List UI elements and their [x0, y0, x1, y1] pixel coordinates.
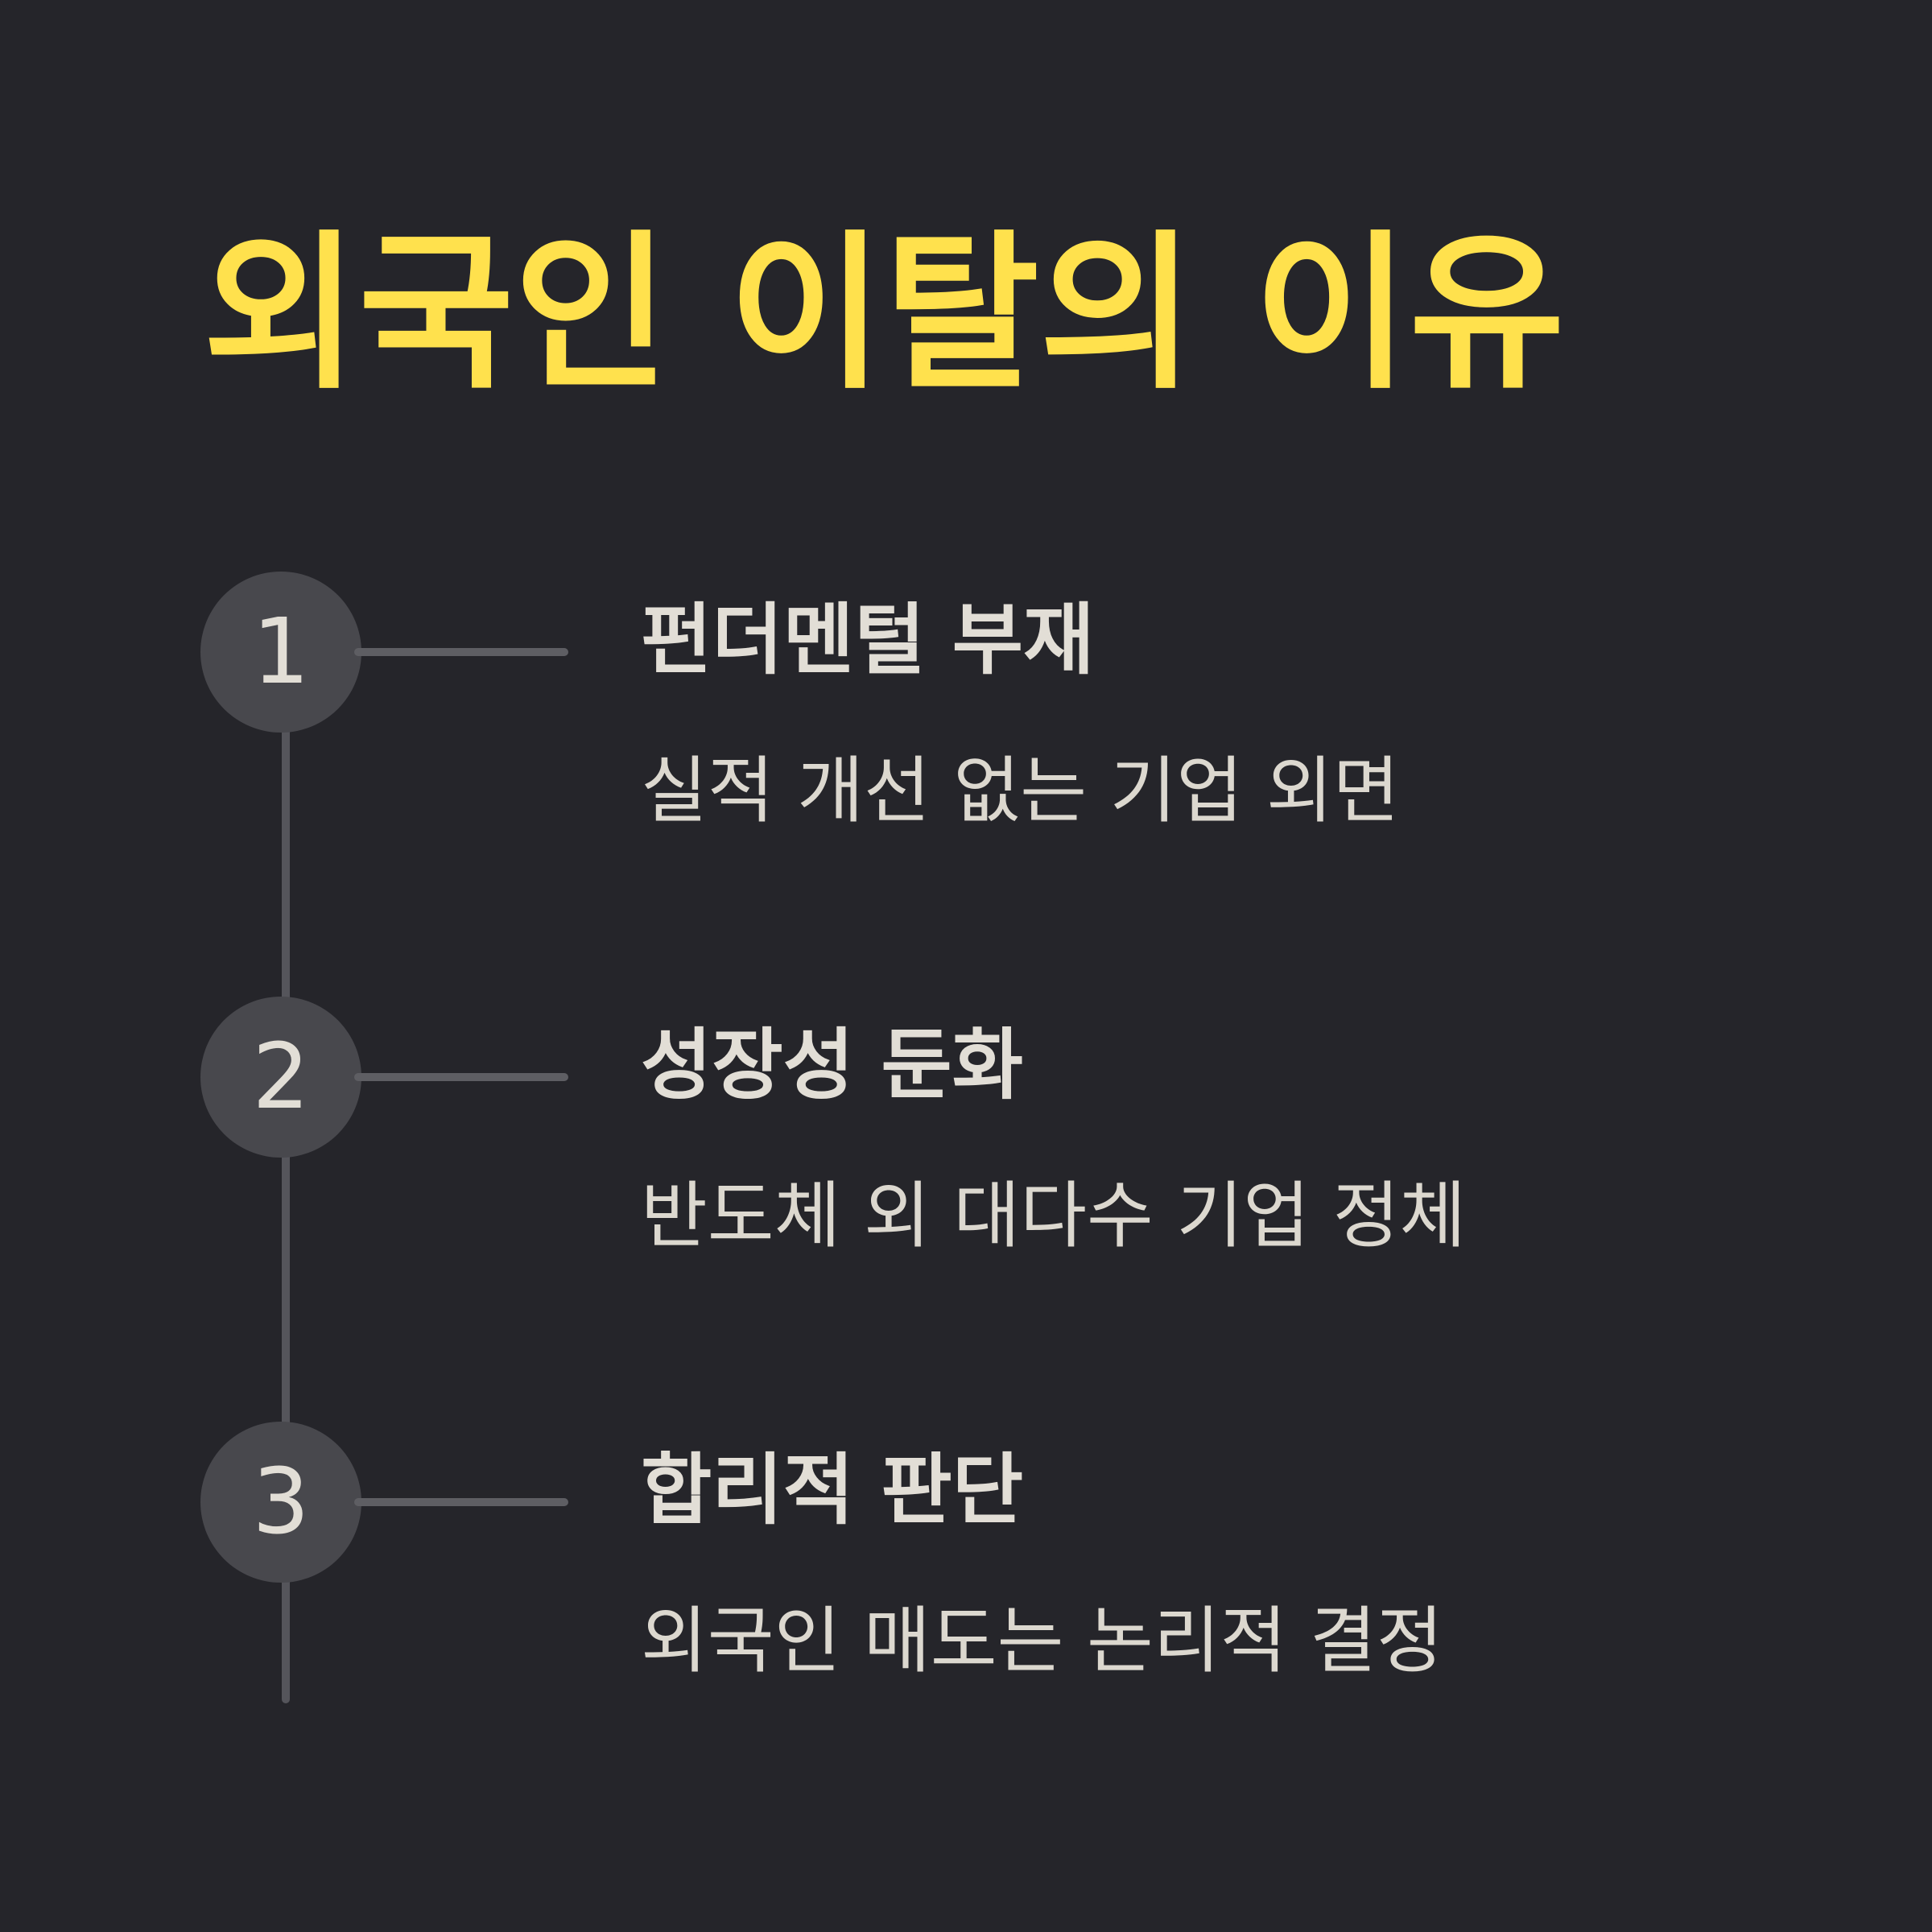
step-number-badge-1: 1: [200, 572, 361, 733]
step-number-2: 2: [252, 1025, 310, 1129]
step-number-1: 1: [252, 600, 310, 704]
step-number-badge-2: 2: [200, 997, 361, 1158]
step-number-3: 3: [252, 1450, 310, 1554]
step-title-1: 펀더멘털 부재: [641, 595, 1095, 685]
step-connector-3: [354, 1498, 568, 1506]
timeline-vertical-line: [282, 724, 290, 1703]
step-title-2: 성장성 둔화: [641, 1020, 1024, 1110]
step-description-3: 외국인 매도는 논리적 결정: [641, 1599, 1443, 1683]
page-title: 외국인 이탈의 이유: [203, 215, 1565, 412]
step-connector-1: [354, 648, 568, 656]
step-title-3: 합리적 판단: [641, 1445, 1024, 1535]
step-number-badge-3: 3: [200, 1422, 361, 1583]
step-description-1: 실적 개선 없는 기업 외면: [641, 749, 1400, 833]
step-description-2: 반도체 외 대다수 기업 정체: [641, 1174, 1467, 1258]
step-connector-2: [354, 1073, 568, 1081]
